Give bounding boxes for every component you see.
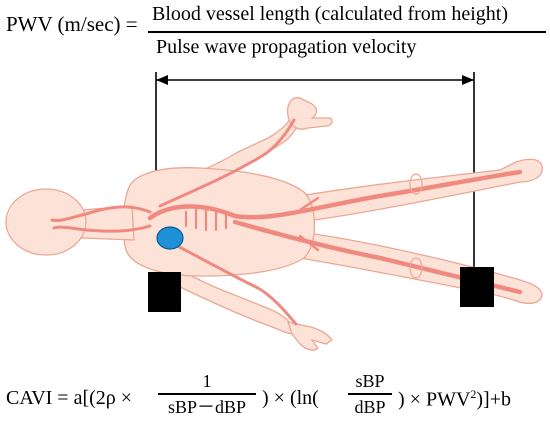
intercostal-branches — [184, 208, 228, 232]
cavi-fraction-2-bar — [348, 393, 392, 395]
cavi-fraction-1-denominator: sBP－dBP — [167, 396, 247, 417]
pwv-fraction-bar — [148, 31, 546, 33]
bracket-left-arrowhead — [156, 75, 168, 85]
cavi-formula-lhs: CAVI = a[(2ρ × — [6, 387, 133, 409]
cavi-formula-middle: ) × (ln( — [262, 387, 319, 409]
pwv-numerator: Blood vessel length (calculated from hei… — [152, 3, 509, 25]
cavi-pwv-exponent: 2 — [470, 387, 477, 401]
cavi-fraction-2-numerator: sBP — [355, 371, 385, 391]
body-silhouette — [5, 97, 543, 351]
heart-sensor-icon — [156, 226, 184, 250]
ankle-cuff-icon — [460, 267, 494, 307]
cavi-fraction-1-bar — [158, 393, 256, 395]
cavi-tail-before-superscript: ) × PWV — [398, 388, 471, 411]
arm-cuff-icon — [148, 272, 181, 312]
cavi-formula-tail: ) × PWV2)]+b — [398, 387, 511, 412]
bracket-right-arrowhead — [462, 75, 474, 85]
cavi-fraction-1: 1 sBP－dBP — [158, 371, 256, 417]
cavi-fraction-2: sBP dBP — [348, 371, 392, 417]
cavi-fraction-1-numerator: 1 — [202, 371, 212, 391]
cavi-fraction-2-denominator: dBP — [354, 396, 386, 417]
pwv-formula-lhs: PWV (m/sec) = — [6, 12, 138, 36]
artery-network — [50, 118, 523, 326]
cavi-tail-after-superscript: )]+b — [476, 388, 511, 411]
knee-outline-lower — [409, 257, 423, 279]
knee-outline-upper — [409, 173, 423, 195]
pwv-denominator: Pulse wave propagation velocity — [156, 36, 417, 58]
